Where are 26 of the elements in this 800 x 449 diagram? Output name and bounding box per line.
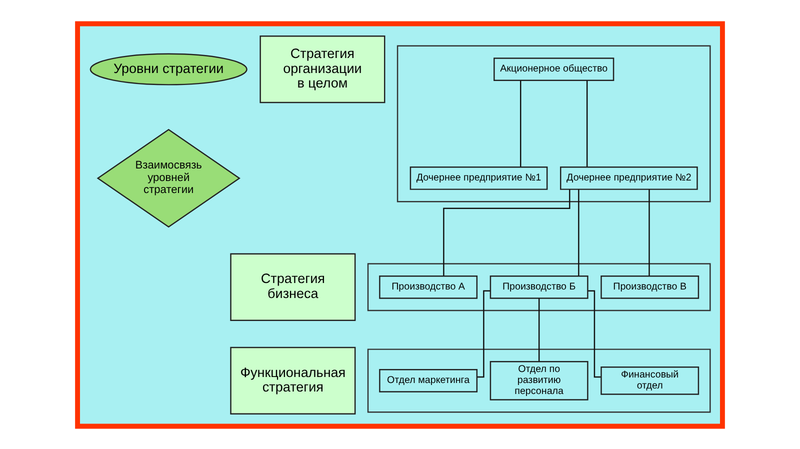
node-box: Акционерное общество [494,57,614,80]
node-box: Стратегия бизнеса [230,252,356,320]
node-box: Производство Б [490,274,588,298]
connector [588,290,601,378]
node-box: Стратегия организации в целом [260,34,386,103]
node-box: Дочернее предприятие №1 [410,166,548,190]
node-box: Производство В [600,274,700,298]
node-ellipse: Уровни стратегии [90,52,248,85]
cluster [367,262,711,311]
cluster [396,44,711,202]
node-box: Отдел по развитию персонала [490,360,588,400]
connector [477,290,490,378]
connector [586,80,588,166]
connector [578,188,580,276]
connector [520,80,522,166]
connector [648,188,650,276]
cluster [75,20,725,428]
node-box: Производство А [379,274,478,298]
node-diamond: Взаимосвязь уровней стратегии [96,128,240,228]
node-box: Отдел маркетинга [379,368,478,392]
connector [443,188,570,276]
connector [538,298,540,361]
node-box: Функциональная стратегия [230,346,356,414]
cluster [367,348,711,412]
node-box: Финансовый отдел [600,366,700,394]
node-box: Дочернее предприятие №2 [560,166,698,190]
